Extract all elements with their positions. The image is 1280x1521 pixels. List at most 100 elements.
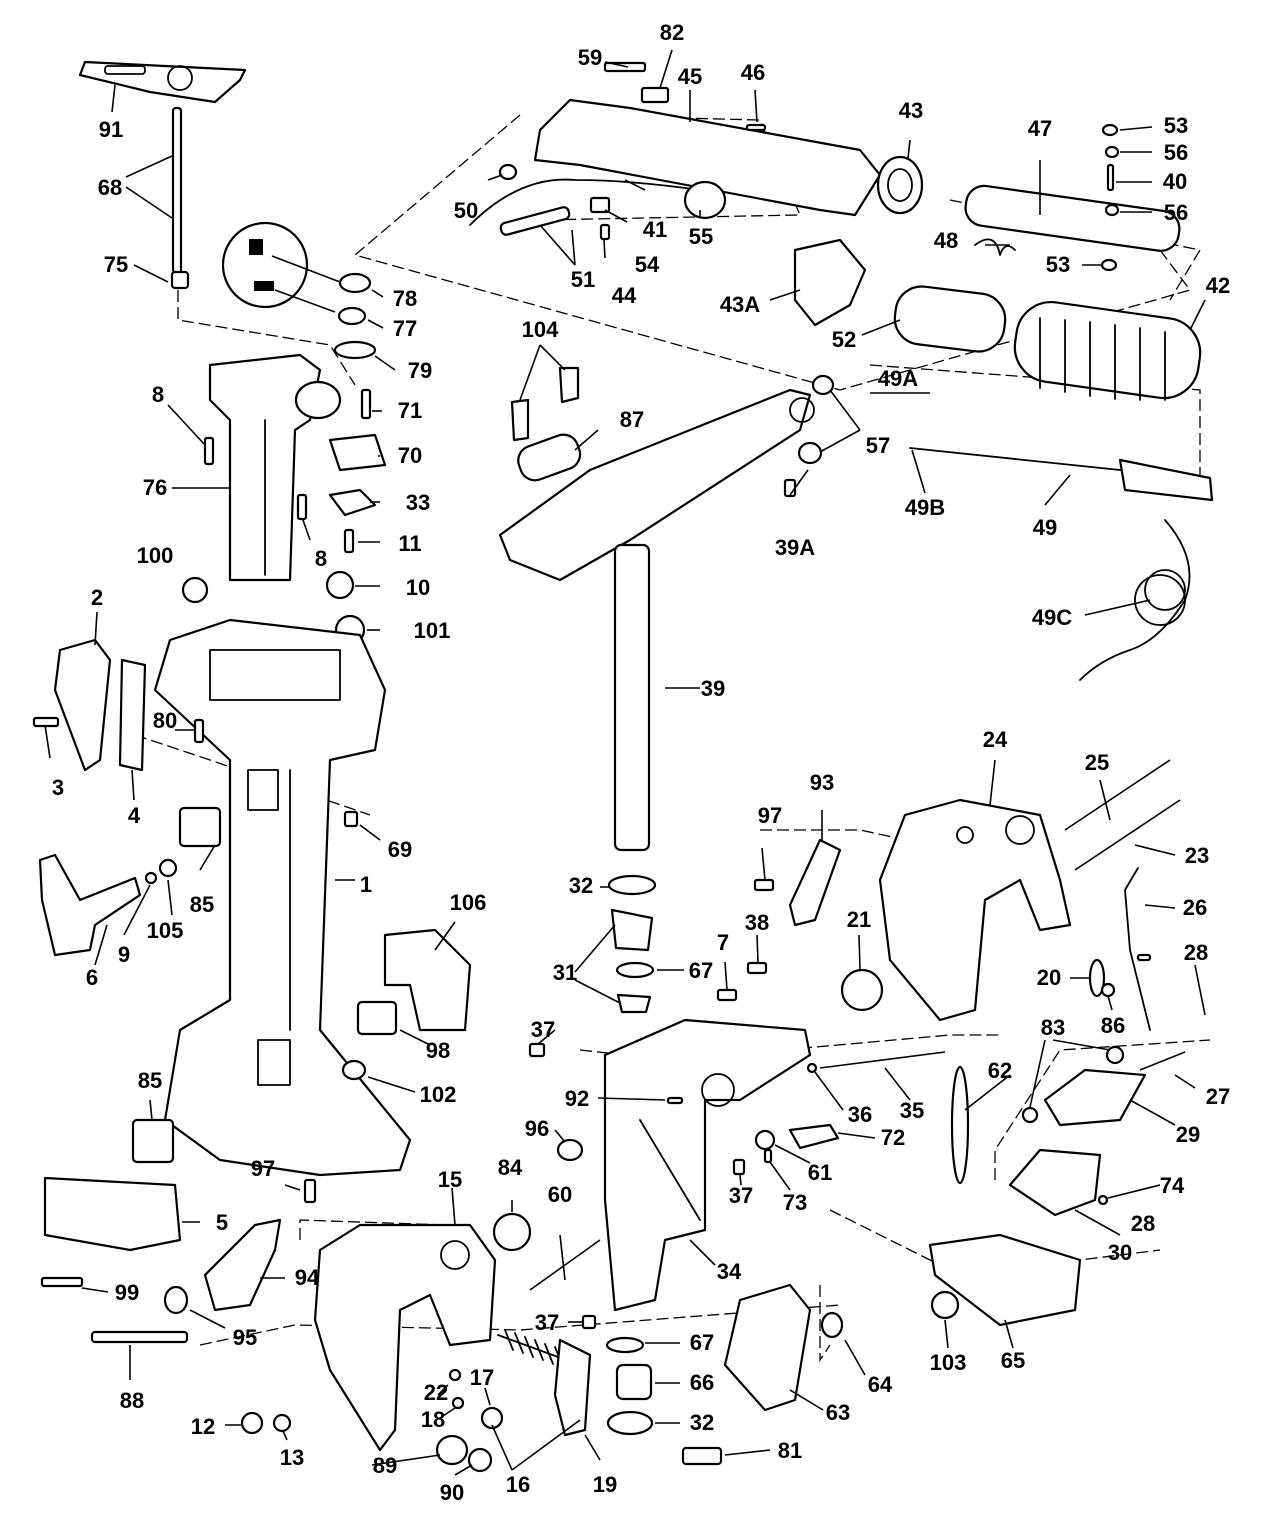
assembly-guide-lines: [134, 114, 1211, 1363]
callout-28b: 28: [1131, 1211, 1155, 1236]
washer-57a: [811, 374, 835, 396]
callout-99: 99: [115, 1280, 139, 1305]
callout-33: 33: [406, 490, 430, 515]
plug-100: [181, 576, 209, 604]
callout-49: 49: [1033, 515, 1057, 540]
callout-80: 80: [153, 708, 177, 733]
plate-104a: [558, 366, 580, 404]
oring-67b: [605, 1336, 645, 1354]
callout-53a: 53: [1164, 113, 1188, 138]
callout-15: 15: [438, 1167, 462, 1192]
grommet-102: [341, 1059, 367, 1081]
cable-49: [909, 447, 1121, 471]
washer-86: [1100, 982, 1116, 998]
callout-64: 64: [868, 1372, 893, 1397]
callout-62: 62: [988, 1058, 1012, 1083]
nut-90: [467, 1447, 493, 1473]
oring-67a: [615, 961, 655, 979]
swivel-bracket-34: [603, 1018, 812, 1312]
callout-76: 76: [143, 475, 167, 500]
spacer-17: [480, 1406, 504, 1430]
fitting-37c: [581, 1314, 597, 1330]
washer-74: [1097, 1194, 1109, 1206]
fitting-37b: [732, 1158, 746, 1176]
callout-59: 59: [578, 45, 602, 70]
spring-62: [950, 1065, 970, 1185]
callout-3: 3: [52, 775, 64, 800]
callout-69: 69: [388, 837, 412, 862]
gasket-33: [328, 488, 377, 517]
spring-103: [930, 1290, 960, 1320]
mount-85a: [178, 806, 222, 848]
callout-39A: 39A: [775, 535, 815, 560]
screw-73: [763, 1148, 773, 1164]
plate-54: [589, 196, 611, 214]
callout-43A: 43A: [720, 292, 760, 317]
washer-84: [492, 1212, 532, 1252]
callout-32b: 32: [690, 1410, 714, 1435]
callout-9: 9: [118, 942, 130, 967]
callout-57: 57: [866, 433, 890, 458]
screw-18: [451, 1396, 465, 1410]
housing-76: [208, 353, 342, 582]
tubes-51: [499, 206, 571, 236]
callout-7: 7: [717, 930, 729, 955]
exhaust-housing-1: [153, 618, 412, 1177]
pinion-10: [325, 570, 355, 600]
screw-22: [448, 1368, 462, 1382]
callout-20: 20: [1037, 965, 1061, 990]
callout-65: 65: [1001, 1348, 1025, 1373]
bracket-30: [1008, 1148, 1102, 1217]
bushing-75: [170, 270, 190, 290]
washer-9: [144, 871, 158, 885]
clamp-5: [43, 1176, 182, 1252]
callout-22: 22: [424, 1380, 448, 1405]
callout-56a: 56: [1164, 140, 1188, 165]
callout-numbers: 1 2 3 4 5 6 7 8 8 9 10 11 12 13 15 16 17…: [52, 20, 1230, 1505]
callout-87: 87: [620, 407, 644, 432]
callout-105: 105: [147, 918, 184, 943]
bracket-106: [383, 928, 472, 1032]
bolt-25: [1064, 759, 1171, 831]
nut-12: [240, 1411, 264, 1435]
washer-83a: [1105, 1045, 1125, 1065]
callout-68: 68: [98, 175, 122, 200]
block-82: [640, 86, 670, 104]
pin-46: [745, 123, 767, 132]
callout-67b: 67: [690, 1330, 714, 1355]
callout-16: 16: [506, 1472, 530, 1497]
callout-49A: 49A: [878, 366, 918, 391]
nut-56a: [1104, 145, 1120, 159]
callout-8a: 8: [152, 382, 164, 407]
callout-60: 60: [548, 1182, 572, 1207]
plate-29: [1043, 1068, 1147, 1127]
callout-100: 100: [137, 543, 174, 568]
rod-35: [819, 1051, 946, 1069]
callout-61: 61: [808, 1160, 832, 1185]
rod-26: [1124, 867, 1151, 1031]
screw-spring-19: [497, 1329, 592, 1437]
callout-37c: 37: [535, 1310, 559, 1335]
callout-55: 55: [689, 224, 713, 249]
callout-70: 70: [398, 443, 422, 468]
callout-17: 17: [470, 1365, 494, 1390]
plate-63: [723, 1283, 812, 1412]
callout-4: 4: [128, 803, 141, 828]
tiller-45: [533, 98, 882, 217]
callout-83: 83: [1041, 1015, 1065, 1040]
leader-lines: [44, 49, 1206, 1476]
shaft-60: [529, 1239, 601, 1291]
callout-95: 95: [233, 1325, 257, 1350]
callout-30: 30: [1108, 1240, 1132, 1265]
tube-39: [613, 543, 651, 852]
washer-57b: [797, 441, 823, 465]
knob-21: [840, 968, 884, 1012]
callout-43: 43: [899, 98, 923, 123]
screw-71: [360, 388, 372, 420]
callout-89: 89: [373, 1453, 397, 1478]
screw-99: [40, 1276, 84, 1288]
callout-19: 19: [593, 1472, 617, 1497]
callout-54: 54: [635, 252, 660, 277]
callout-26: 26: [1183, 895, 1207, 920]
